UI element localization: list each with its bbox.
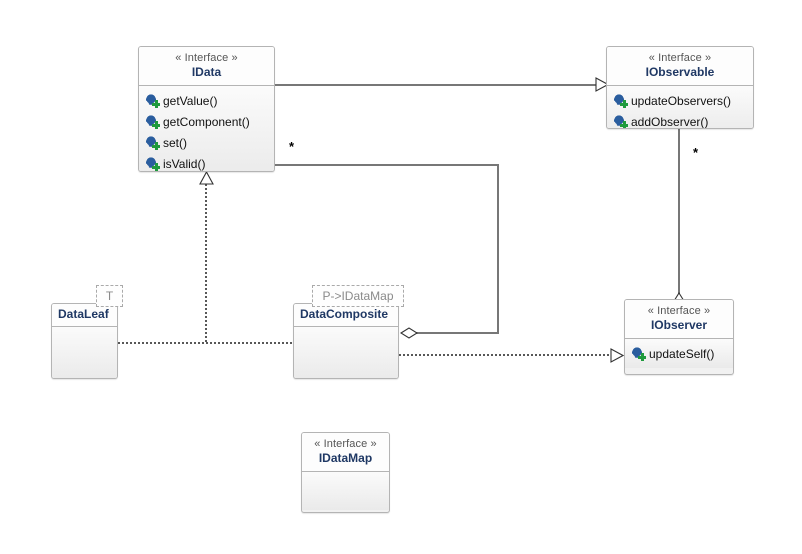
multiplicity-idata-composite: * xyxy=(289,139,295,154)
realization-arrowhead-idata xyxy=(199,171,214,185)
class-members-iobserver: updateSelf() xyxy=(625,339,733,369)
class-members-datacomposite xyxy=(294,326,398,378)
member-label: isValid() xyxy=(163,156,206,171)
class-header-idatamap: « Interface » IDataMap xyxy=(302,433,389,473)
member-row[interactable]: updateObservers() xyxy=(607,90,753,111)
template-parameter-datacomposite: P->IDataMap xyxy=(312,285,404,307)
class-members-iobservable: updateObservers() addObserver() xyxy=(607,86,753,129)
class-box-dataleaf[interactable]: DataLeaf xyxy=(51,303,118,379)
member-row[interactable]: set() xyxy=(139,132,274,153)
multiplicity-iobservable-iobserver: * xyxy=(693,145,699,160)
member-label: updateSelf() xyxy=(649,346,715,361)
realization-arrowhead-iobserver xyxy=(610,348,624,363)
connector-idata-to-iobservable[interactable] xyxy=(275,84,607,86)
class-name-label: IDataMap xyxy=(318,450,373,465)
member-row[interactable]: getValue() xyxy=(139,90,274,111)
aggregation-diamond-datacomposite xyxy=(400,326,418,340)
member-row[interactable]: getComponent() xyxy=(139,111,274,132)
class-name-label: IObservable xyxy=(645,64,715,79)
class-members-idata: getValue() getComponent() set() isValid(… xyxy=(139,86,274,171)
member-row[interactable]: isValid() xyxy=(139,153,274,171)
connector-datacomposite-to-iobserver[interactable] xyxy=(399,354,612,356)
class-header-iobserver: « Interface » IObserver xyxy=(625,300,733,340)
class-members-idatamap xyxy=(302,472,389,511)
stereotype-label: « Interface » xyxy=(175,52,238,64)
connector-idata-aggregation-right[interactable] xyxy=(497,164,499,334)
stereotype-label: « Interface » xyxy=(647,305,711,317)
public-operation-icon xyxy=(145,135,160,151)
public-operation-icon xyxy=(145,93,160,109)
connector-idata-aggregation-top[interactable] xyxy=(275,164,499,166)
class-header-iobservable: « Interface » IObservable xyxy=(607,47,753,87)
template-parameter-dataleaf: T xyxy=(96,285,123,307)
public-operation-icon xyxy=(631,346,646,362)
member-label: addObserver() xyxy=(631,114,709,129)
public-operation-icon xyxy=(145,114,160,130)
class-members-dataleaf xyxy=(52,326,117,378)
class-box-idata[interactable]: « Interface » IData getValue() getCompon… xyxy=(138,46,275,172)
connector-idata-aggregation-bottom[interactable] xyxy=(414,332,499,334)
class-name-label: IObserver xyxy=(650,317,708,332)
member-label: getValue() xyxy=(163,93,218,108)
class-box-iobservable[interactable]: « Interface » IObservable updateObserver… xyxy=(606,46,754,129)
member-row[interactable]: updateSelf() xyxy=(625,343,733,364)
connector-realization-to-idata-vertical[interactable] xyxy=(205,184,207,344)
member-label: set() xyxy=(163,135,187,150)
connector-iobservable-to-iobserver[interactable] xyxy=(678,128,680,298)
member-row[interactable]: addObserver() xyxy=(607,111,753,129)
class-header-idata: « Interface » IData xyxy=(139,47,274,87)
class-box-datacomposite[interactable]: DataComposite xyxy=(293,303,399,379)
class-name-label: IData xyxy=(191,64,222,79)
generalization-arrowhead-iobservable xyxy=(595,77,609,92)
public-operation-icon xyxy=(613,93,628,109)
public-operation-icon xyxy=(145,156,160,171)
stereotype-label: « Interface » xyxy=(648,52,712,64)
member-label: getComponent() xyxy=(163,114,250,129)
class-name-label: DataComposite xyxy=(300,307,389,321)
class-name-label: DataLeaf xyxy=(58,307,109,321)
class-header-datacomposite: DataComposite xyxy=(294,304,398,327)
class-box-idatamap[interactable]: « Interface » IDataMap xyxy=(301,432,390,513)
class-header-dataleaf: DataLeaf xyxy=(52,304,117,327)
member-label: updateObservers() xyxy=(631,93,732,108)
stereotype-label: « Interface » xyxy=(314,438,377,450)
public-operation-icon xyxy=(613,114,628,128)
class-box-iobserver[interactable]: « Interface » IObserver updateSelf() xyxy=(624,299,734,375)
